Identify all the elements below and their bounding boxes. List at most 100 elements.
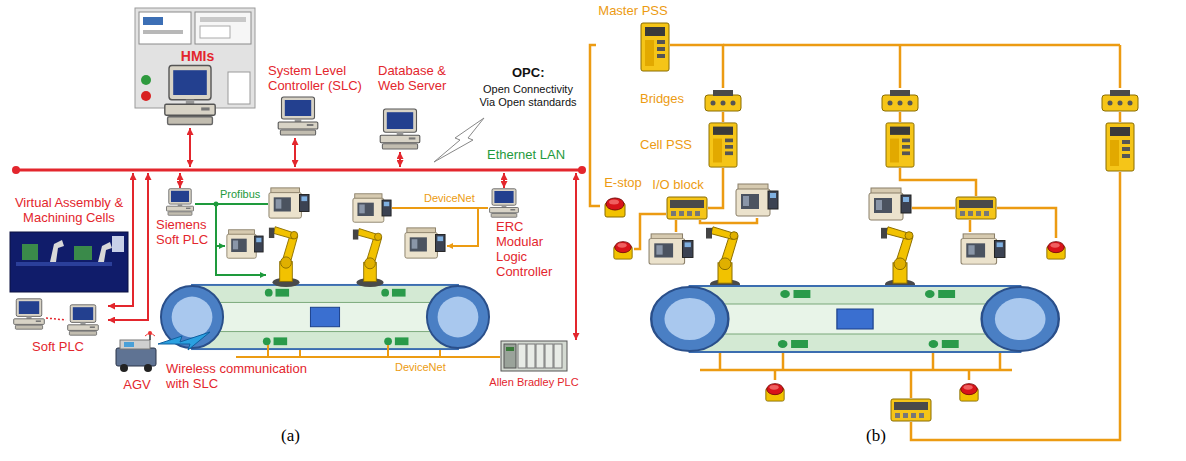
bridge-module: Bridges xyxy=(640,88,742,112)
pss-controller xyxy=(709,123,737,167)
ethernet-line xyxy=(12,166,586,174)
hmi-screens xyxy=(141,75,151,85)
robot-arm xyxy=(706,227,740,289)
safety-wires xyxy=(997,208,1056,238)
virtual-cell-screen xyxy=(74,246,92,260)
connector xyxy=(179,173,181,188)
safety-wires xyxy=(675,220,678,232)
server-pc: Database & Web Server xyxy=(374,64,466,152)
devicenet-wires xyxy=(236,356,500,358)
conveyor-a xyxy=(161,285,489,349)
ethernet-line xyxy=(578,166,586,174)
cnc-machine xyxy=(269,188,309,218)
safety-wires xyxy=(1119,112,1122,122)
profibus-wires xyxy=(195,203,268,205)
safety-wires xyxy=(899,45,902,88)
plc-rack-picture xyxy=(501,341,567,371)
bus-label: DeviceNet xyxy=(395,361,446,374)
connector xyxy=(294,138,296,167)
node-label: AGV xyxy=(123,378,150,393)
node-label: Virtual Assembly & Machining Cells xyxy=(10,196,128,226)
safety-wires xyxy=(910,370,913,398)
cnc-machine xyxy=(961,234,1005,264)
safety-wires xyxy=(700,218,757,223)
bridge-module xyxy=(882,90,918,111)
slc-computer xyxy=(278,97,318,135)
node-label: Siemens Soft PLC xyxy=(156,218,214,248)
safety-wires xyxy=(1119,45,1122,88)
safety-wires xyxy=(723,44,1120,47)
opc-lightning xyxy=(434,118,484,162)
ethernet-line xyxy=(12,166,20,174)
safety-wires xyxy=(999,352,1002,370)
bus-label: Open Connectivity Via Open standards xyxy=(476,83,580,108)
virtual-cells: Virtual Assembly & Machining Cells xyxy=(10,196,128,294)
io-block: I/O block xyxy=(648,178,708,222)
node-label: Bridges xyxy=(640,92,684,107)
virtual-cell-screen xyxy=(10,232,128,292)
connector xyxy=(575,173,577,340)
devicenet-wires xyxy=(236,208,500,357)
virtual-cell-screen xyxy=(50,240,64,262)
connector xyxy=(189,128,191,167)
robot-arm xyxy=(881,227,915,289)
label-holder: Profibus xyxy=(220,188,270,201)
node-label: Ethernet LAN xyxy=(487,148,565,163)
hmi-screens xyxy=(200,17,246,22)
logic-controller: ERC Modular Logic Controller xyxy=(484,188,568,284)
node-label: Database & Web Server xyxy=(378,64,464,94)
estop-symbol xyxy=(614,242,632,259)
cnc-machine xyxy=(869,188,911,220)
bus-label: Wireless communication with SLC xyxy=(166,362,314,392)
controller-pc: System Level Controller (SLC) xyxy=(268,64,376,138)
connector xyxy=(108,173,133,306)
label-holder: Open Connectivity Via Open standards xyxy=(476,83,580,108)
connectors xyxy=(108,45,723,340)
io-module xyxy=(891,399,931,421)
panel-caption: (b) xyxy=(866,426,886,446)
node-label: HMIs xyxy=(178,48,217,64)
devicenet-wires xyxy=(267,345,269,357)
cnc-machine xyxy=(353,194,391,222)
virtual-cell-screen xyxy=(112,236,124,252)
label-holder: DeviceNet xyxy=(424,192,480,205)
devicenet-wires xyxy=(447,208,478,246)
profibus-wires xyxy=(216,204,266,275)
node-label: Soft PLC xyxy=(32,340,84,355)
safety-wires xyxy=(700,369,1012,372)
soft-plc-pc: Siemens Soft PLC xyxy=(156,188,214,250)
estop-button: E-stop xyxy=(600,176,646,220)
soft-plc-pair: Soft PLC xyxy=(8,296,108,360)
estop-symbol xyxy=(960,384,978,401)
connector xyxy=(590,45,600,206)
virtual-cell-screen xyxy=(16,262,112,266)
label-holder: DeviceNet xyxy=(395,361,451,374)
virtual-cell-screen xyxy=(22,244,38,260)
label-holder: Wireless communication with SLC xyxy=(166,362,314,392)
safety-wires xyxy=(774,370,777,380)
robot-arm xyxy=(353,229,384,288)
hmi-screens xyxy=(200,26,230,38)
node-label: Master PSS xyxy=(598,4,667,19)
virtual-cell-screen xyxy=(10,232,128,292)
io-module xyxy=(667,197,707,219)
connector xyxy=(503,173,505,188)
connector xyxy=(708,168,723,208)
safety-wires xyxy=(900,168,976,196)
bridge-module xyxy=(1102,90,1138,111)
safety-wires xyxy=(968,370,971,380)
connector xyxy=(670,45,723,88)
profibus-wires xyxy=(214,202,219,207)
safety-wires xyxy=(719,352,722,370)
safety-wires xyxy=(912,207,955,210)
pss-controller xyxy=(1106,123,1134,171)
pss-controller xyxy=(641,23,669,71)
virtual-cell-screen xyxy=(98,242,112,262)
hmi-screens xyxy=(228,72,250,104)
dotted-link xyxy=(46,318,66,320)
devicenet-wires xyxy=(439,350,441,357)
io-module xyxy=(956,197,996,219)
bus-label: DeviceNet xyxy=(424,192,475,205)
estop-symbol xyxy=(766,384,784,401)
